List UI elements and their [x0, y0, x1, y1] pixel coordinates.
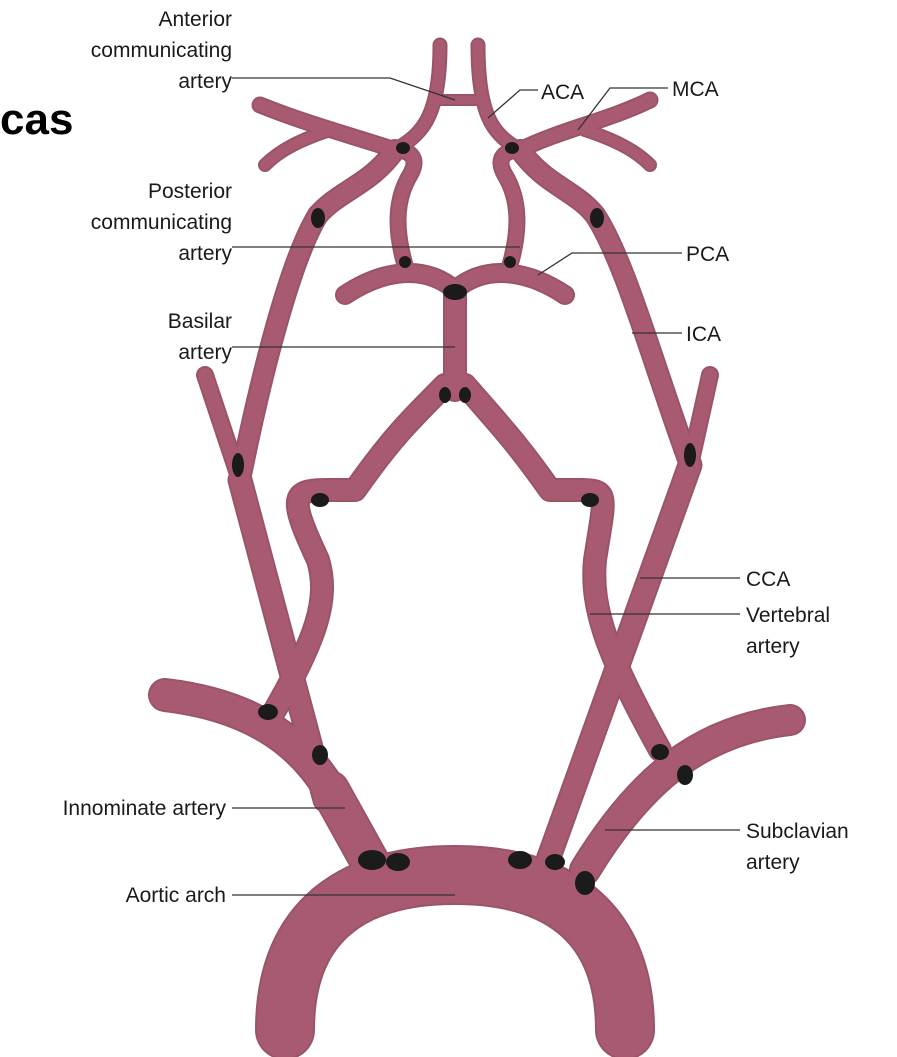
label-cca: CCA: [746, 568, 790, 591]
label-subclavian-2: artery: [746, 851, 800, 874]
label-basilar-2: artery: [178, 341, 232, 364]
label-ica: ICA: [686, 323, 721, 346]
label-mca: MCA: [672, 78, 719, 101]
label-posterior-communicating-1: Posterior: [148, 180, 232, 203]
labels: Anterior communicating artery ACA MCA Po…: [63, 8, 849, 907]
label-pca: PCA: [686, 243, 729, 266]
label-innominate: Innominate artery: [63, 797, 227, 820]
label-anterior-communicating-3: artery: [178, 70, 232, 93]
label-aca: ACA: [541, 81, 584, 104]
label-aortic-arch: Aortic arch: [126, 884, 226, 907]
label-vertebral-2: artery: [746, 635, 800, 658]
label-posterior-communicating-3: artery: [178, 242, 232, 265]
label-basilar-1: Basilar: [168, 310, 232, 333]
label-posterior-communicating-2: communicating: [91, 211, 232, 234]
vessel-fills: [165, 45, 790, 1030]
label-anterior-communicating-2: communicating: [91, 39, 232, 62]
label-anterior-communicating-1: Anterior: [158, 8, 232, 31]
label-subclavian-1: Subclavian: [746, 820, 849, 843]
label-vertebral-1: Vertebral: [746, 604, 830, 627]
